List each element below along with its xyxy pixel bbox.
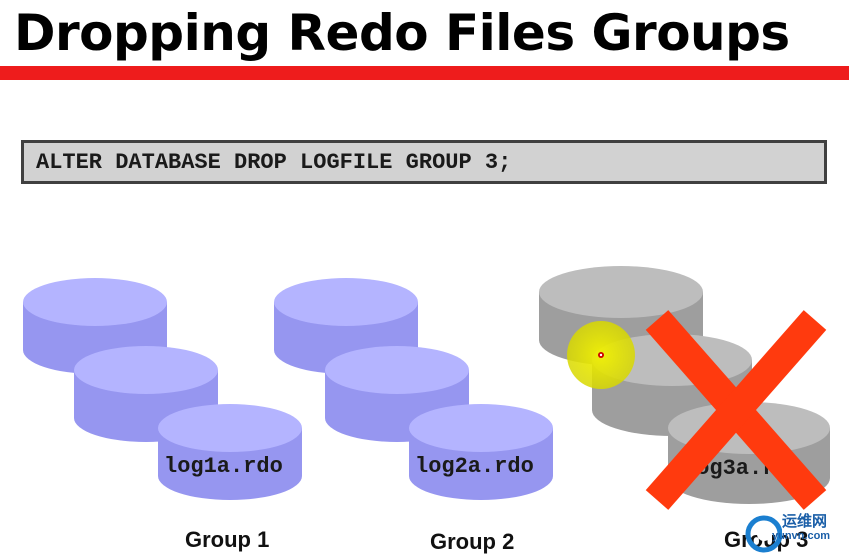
disk-icon [158, 404, 302, 500]
watermark-text: 运维网 [782, 512, 828, 530]
group-1-disks [23, 278, 302, 500]
sql-command: ALTER DATABASE DROP LOGFILE GROUP 3; [36, 150, 512, 175]
group-label-2: Group 2 [430, 529, 515, 554]
watermark-url: yunvn.com [772, 530, 831, 542]
slide-title: Dropping Redo Files Groups [14, 4, 790, 62]
watermark-logo: 运维网 yunvn.com [742, 508, 848, 554]
pointer-highlight-icon [567, 321, 635, 389]
group-2-disks [274, 278, 553, 500]
title-underline [0, 66, 849, 80]
watermark-swirl-icon [745, 515, 783, 553]
disk-label-group-1: log1a.rdo [164, 454, 283, 479]
disk-label-group-2: log2a.rdo [415, 454, 534, 479]
group-label-1: Group 1 [185, 527, 270, 552]
disk-icon [409, 404, 553, 500]
sql-command-box: ALTER DATABASE DROP LOGFILE GROUP 3; [21, 140, 827, 184]
